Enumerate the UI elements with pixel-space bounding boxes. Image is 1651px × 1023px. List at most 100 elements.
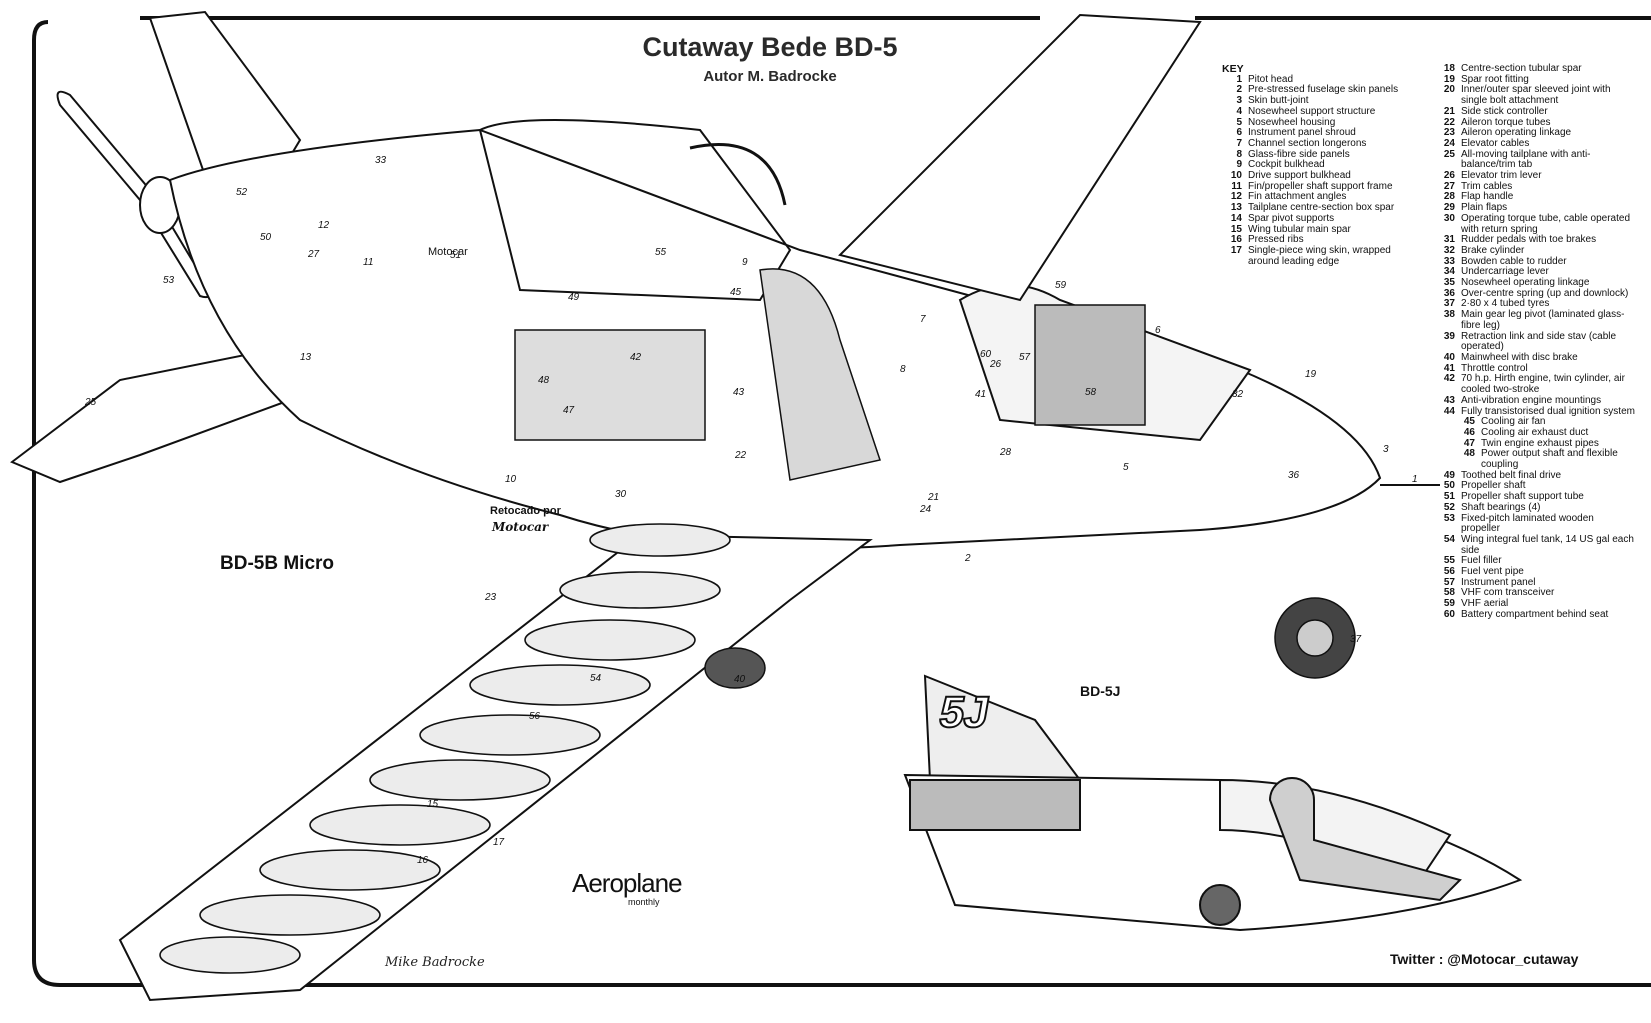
- key-item-text: Single-piece wing skin, wrapped around l…: [1248, 244, 1391, 267]
- callout-number: 22: [734, 450, 747, 461]
- key-item-number: 2: [1236, 84, 1242, 96]
- key-item: 34 Undercarriage lever: [1435, 267, 1635, 278]
- key-item-text: Trim cables: [1461, 180, 1513, 192]
- key-item-text: Fuel filler: [1461, 555, 1502, 567]
- key-item-number: 36: [1443, 287, 1455, 299]
- key-item-text: Elevator trim lever: [1461, 170, 1542, 182]
- callout-number: 52: [236, 187, 248, 198]
- key-item-number: 49: [1443, 469, 1455, 481]
- key-item-number: 38: [1443, 309, 1455, 321]
- callout-number: 13: [300, 352, 312, 363]
- callout-number: 1: [1412, 474, 1418, 485]
- callout-number: 60: [980, 349, 992, 360]
- key-item-number: 18: [1443, 63, 1455, 74]
- key-item-text: Twin engine exhaust pipes: [1481, 437, 1599, 449]
- key-item-text: Side stick controller: [1461, 105, 1548, 117]
- callout-number: 48: [538, 375, 550, 386]
- magazine-logo-sub: monthly: [628, 897, 660, 907]
- key-item-text: Wing integral fuel tank, 14 US gal each …: [1461, 533, 1634, 556]
- key-item-text: Propeller shaft support tube: [1461, 491, 1584, 503]
- callout-number: 11: [363, 257, 373, 268]
- callout-number: 37: [1350, 634, 1362, 645]
- callout-number: 56: [529, 711, 541, 722]
- key-item-number: 50: [1443, 480, 1455, 492]
- bd5j-inset: [903, 674, 1523, 932]
- key-item: 38 Main gear leg pivot (laminated glass-f…: [1435, 309, 1635, 331]
- callout-number: 7: [920, 314, 926, 325]
- key-item-number: 35: [1443, 277, 1455, 289]
- key-item-number: 47: [1463, 437, 1475, 449]
- key-item-number: 39: [1443, 330, 1455, 342]
- key-item-number: 32: [1443, 244, 1455, 256]
- key-item-number: 20: [1443, 84, 1455, 96]
- key-item-text: Aileron torque tubes: [1461, 116, 1551, 128]
- key-item-text: Nosewheel support structure: [1248, 105, 1376, 117]
- callout-number: 49: [568, 292, 580, 303]
- key-item-text: Nosewheel housing: [1248, 116, 1336, 128]
- canopy-hoop: [689, 143, 787, 206]
- key-item-number: 19: [1443, 73, 1455, 85]
- key-item-text: Rudder pedals with toe brakes: [1461, 234, 1597, 246]
- callout-number: 8: [900, 364, 906, 375]
- callout-number: 45: [730, 287, 742, 298]
- key-item-text: Undercarriage lever: [1461, 266, 1549, 278]
- key-item-number: 24: [1443, 137, 1455, 149]
- callout-number: 3: [1383, 444, 1389, 455]
- key-item: 17 Single-piece wing skin, wrapped around…: [1222, 244, 1422, 267]
- callout-number: 50: [260, 232, 272, 243]
- key-item-text: Drive support bulkhead: [1248, 170, 1351, 182]
- key-item-text: Retraction link and side stav (cable ope…: [1461, 330, 1617, 353]
- twitter-handle: Twitter : @Motocar_cutaway: [1390, 951, 1579, 967]
- page-frame: [32, 16, 1651, 987]
- key-item-text: Toothed belt final drive: [1461, 469, 1562, 481]
- callout-number: 40: [734, 674, 746, 685]
- key-item-text: Propeller shaft: [1461, 480, 1526, 492]
- key-item: 10 Drive support bulkhead: [1222, 170, 1422, 182]
- key-item-number: 17: [1230, 244, 1242, 256]
- key-item-number: 43: [1443, 394, 1455, 406]
- page-title: Cutaway Bede BD-5: [642, 32, 898, 62]
- callout-number: 2: [964, 553, 971, 564]
- key-item-number: 34: [1443, 266, 1455, 278]
- key-item-text: VHF com transceiver: [1461, 587, 1555, 599]
- key-item: 49 Toothed belt final drive: [1435, 469, 1635, 482]
- callout-number: 41: [975, 389, 986, 400]
- key-item-number: 9: [1236, 159, 1242, 171]
- key-item-number: 33: [1443, 255, 1455, 267]
- key-item-text: VHF aerial: [1461, 598, 1509, 610]
- key-item-text: Spar pivot supports: [1248, 212, 1335, 224]
- key-item-text: Main gear leg pivot (laminated glass-fib…: [1461, 309, 1625, 331]
- callout-number: 15: [427, 799, 439, 810]
- key-item-number: 44: [1443, 405, 1455, 417]
- key-item-text: Fuel vent pipe: [1461, 566, 1524, 578]
- key-item-number: 10: [1230, 170, 1242, 182]
- key-item-number: 8: [1236, 148, 1242, 160]
- retouch-label: Retocado por: [490, 505, 561, 517]
- callout-number: 6: [1155, 325, 1161, 336]
- key-item-text: Wing tubular main spar: [1248, 223, 1351, 235]
